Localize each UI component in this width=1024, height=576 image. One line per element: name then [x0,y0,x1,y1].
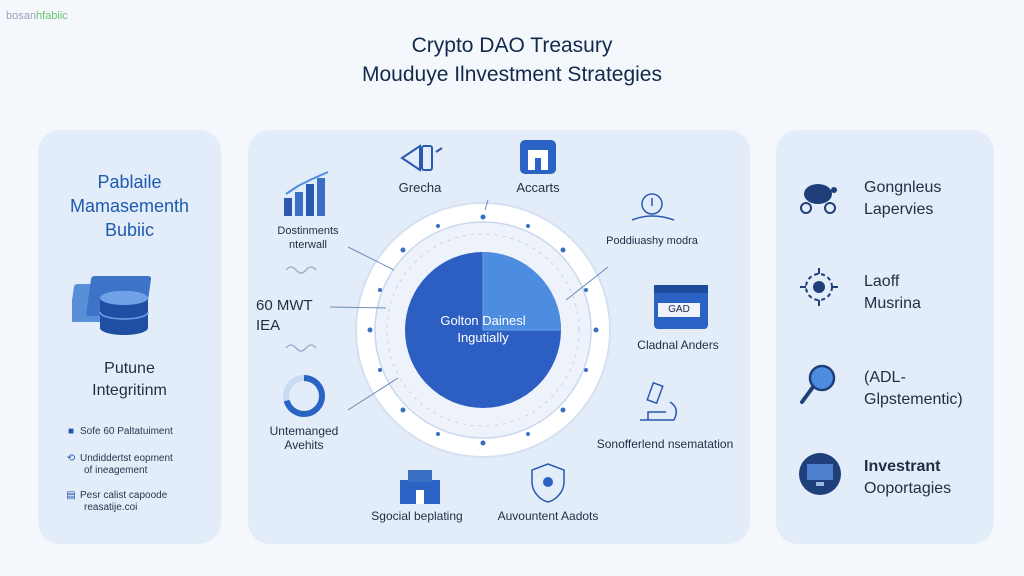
label-line: nterwall [289,239,327,251]
square-icon: ■ [67,426,75,437]
monitor-icon [799,453,841,495]
left-subheading-line: Integritinm [92,382,167,399]
core-label: Golton Dainesl Ingutially [403,312,563,346]
label-bottom-left: Sgocial beplating [371,509,463,523]
badge-text: GAD [668,304,690,315]
right-item-line: Gongnleus [864,179,942,196]
label-upper-right: Poddiuashy modra [606,235,698,247]
right-item-line: Laoff [864,273,900,290]
right-item-line: (ADL- [864,369,906,386]
label-line: Untemanged [269,424,339,438]
page-title-line2: Mouduye Ilnvestment Strategies [362,63,662,86]
microscope-icon [640,381,677,421]
right-item-line: Investrant [864,458,941,475]
left-item-text: Sofe 60 Paltatuiment [80,426,173,437]
left-heading-line: Bubiic [104,220,155,240]
watermark-text-green: hfabiic [35,10,68,22]
refresh-icon: ⟲ [66,453,76,464]
left-subheading-line: Putune [104,360,155,377]
secure-database-icon [72,276,152,335]
wave-icon [285,266,317,274]
wave-icon [285,344,317,352]
left-item-text: of ineagement [84,465,148,476]
label-line: Avehits [284,438,324,452]
left-item-text: reasatije.coi [84,502,138,513]
building-icon [520,140,556,174]
megaphone-icon [400,144,443,172]
page-title-line1: Crypto DAO Treasury [411,34,613,57]
doc-icon: ▤ [66,490,76,501]
left-panel-subheading: Putune Integritinm [38,358,221,402]
label-lower-left: Untemanged Avehits [256,424,352,452]
label-line: 60 MWT [256,297,313,314]
label-line: IEA [256,317,281,334]
right-item-line: Glpstementic) [864,391,963,408]
magnifier-icon [800,364,836,404]
bar-chart-icon [284,171,329,216]
left-item-text: Undiddertst eopment [80,453,173,464]
central-ring-diagram [355,202,611,458]
label-top-right: Accarts [516,180,560,195]
left-heading-line: Pablaile [97,172,162,192]
turtle-icon [800,184,837,214]
right-item: Gongnleus Lapervies [864,177,941,221]
left-heading-line: Mamasementh [69,196,190,216]
right-item: Laoff Musrina [864,271,921,315]
badge-card-icon [654,285,708,329]
label-lower-right: Sonofferlend nsematation [596,437,734,451]
core-text-line: Ingutially [457,330,509,345]
left-panel-heading: Pablaile Mamasementh Bubiic [38,170,221,242]
connector-lines [329,199,609,411]
shield-icon [531,463,565,503]
right-item-line: Musrina [864,295,921,312]
watermark-text: bosan [6,10,36,22]
right-item-line: Lapervies [864,201,934,218]
right-item-line: Ooportagies [864,480,952,497]
right-item: (ADL- Glpstementic) [864,367,963,411]
label-line: Dostinments [277,225,339,237]
label-bottom-right: Auvountent Aadots [497,509,599,523]
core-text-line: Golton Dainesl [440,313,526,328]
right-item: Investrant Ooportagies [864,456,951,500]
label-top-left: Grecha [398,180,442,195]
label-mid-left: 60 MWT IEA [256,296,336,336]
network-gear-icon [800,268,838,306]
compass-icon [631,193,675,221]
label-mid-right: Cladnal Anders [637,338,719,352]
label-upper-left: Dostinments nterwall [258,224,358,252]
watermark: bosanhfabiic [6,10,68,22]
building-group-icon [400,470,440,504]
left-item-text: Pesr calist capoode [80,490,168,501]
left-panel [38,130,221,544]
left-item: ■ Sofe 60 Paltatuiment [66,426,173,438]
donut-chart-icon [283,375,325,417]
